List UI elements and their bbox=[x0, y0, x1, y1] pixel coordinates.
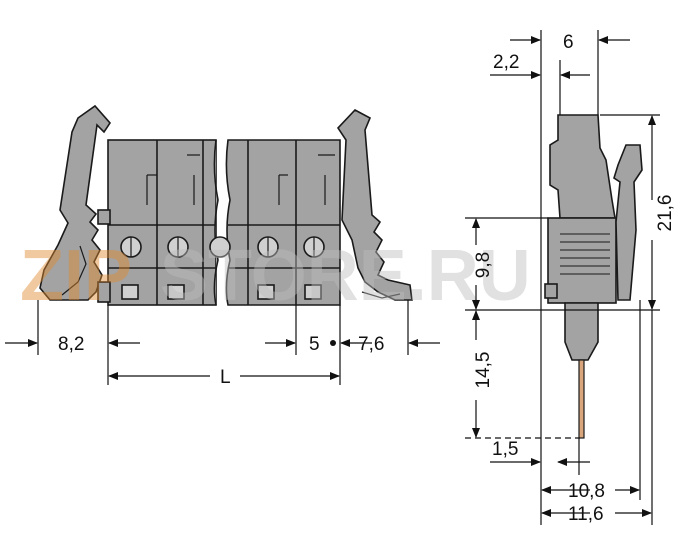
side-ribs bbox=[560, 233, 610, 275]
side-housing-upper bbox=[549, 114, 616, 219]
right-latch bbox=[336, 109, 413, 301]
side-pin-housing bbox=[564, 302, 599, 361]
dim-1-5: 1,5 bbox=[492, 439, 518, 460]
dim-L: L bbox=[220, 367, 231, 388]
dim-11-6: 11,6 bbox=[568, 504, 604, 525]
dim-14-5: 14,5 bbox=[473, 352, 494, 389]
dim-10-8: 10,8 bbox=[568, 481, 605, 502]
hole-dividers bbox=[130, 237, 315, 257]
dim-8-2: 8,2 bbox=[58, 334, 84, 355]
dim-21-6: 21,6 bbox=[655, 195, 676, 232]
side-latch bbox=[613, 144, 643, 301]
pitch-dot bbox=[330, 340, 336, 346]
dim-2-2: 2,2 bbox=[493, 52, 519, 73]
watermark-right: STORE.RU bbox=[160, 236, 531, 316]
dim-7-6: 7,6 bbox=[358, 334, 384, 355]
front-dimensions bbox=[5, 300, 440, 385]
side-pin bbox=[578, 359, 585, 439]
side-dimensions bbox=[465, 30, 660, 525]
dim-6: 6 bbox=[563, 32, 574, 53]
break-line-left bbox=[213, 139, 219, 306]
watermark-left: ZIP bbox=[20, 236, 132, 316]
wire-entry-holes bbox=[120, 236, 325, 258]
left-housing bbox=[97, 139, 217, 306]
dim-9-8: 9,8 bbox=[473, 252, 494, 278]
test-openings bbox=[121, 284, 322, 300]
side-housing-body bbox=[547, 217, 617, 304]
side-view bbox=[544, 114, 643, 439]
front-view bbox=[39, 104, 413, 306]
dim-5: 5 bbox=[309, 334, 320, 355]
right-housing bbox=[225, 139, 341, 306]
left-latch bbox=[39, 104, 112, 301]
side-clip bbox=[544, 283, 558, 299]
watermark: ZIP STORE.RU bbox=[20, 236, 531, 316]
